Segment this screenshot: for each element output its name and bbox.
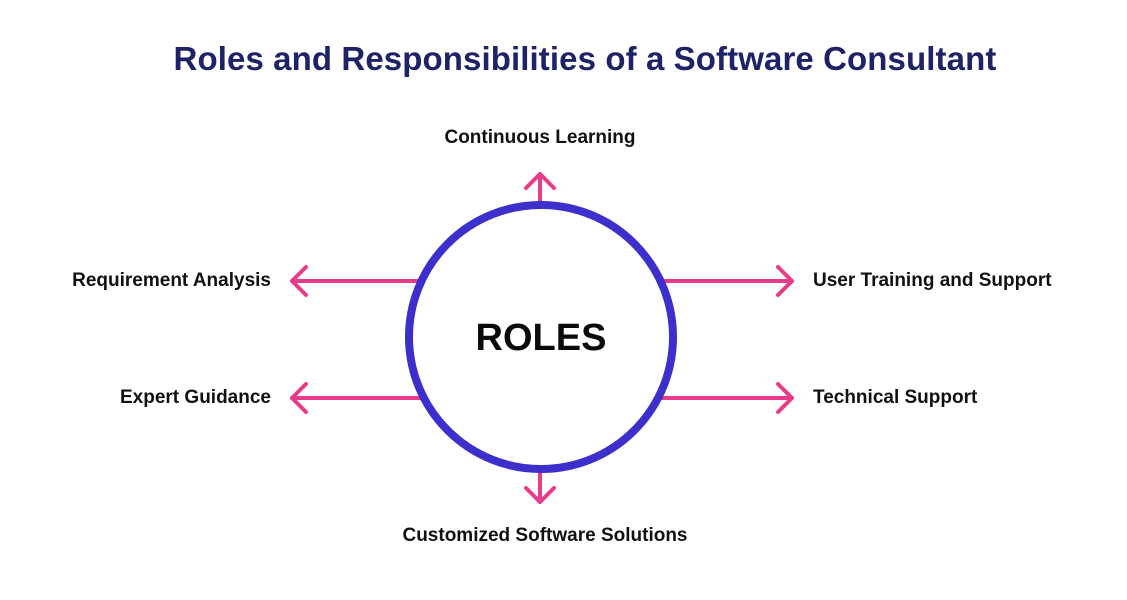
arrow-down-icon (524, 470, 556, 504)
diagram-title: Roles and Responsibilities of a Software… (173, 40, 997, 77)
role-requirement-analysis: Requirement Analysis (72, 270, 271, 291)
arrow-right-icon (660, 265, 794, 297)
role-expert-guidance: Expert Guidance (120, 387, 271, 408)
center-label: ROLES (475, 317, 607, 359)
arrow-right-icon (660, 382, 794, 414)
arrow-left-icon (290, 265, 422, 297)
role-continuous-learning: Continuous Learning (444, 127, 636, 148)
role-user-training-and-support: User Training and Support (813, 270, 1052, 291)
roles-circle (405, 201, 677, 473)
role-customized-software-solutions: Customized Software Solutions (402, 525, 688, 546)
arrow-up-icon (524, 172, 556, 205)
arrow-left-icon (290, 382, 422, 414)
role-technical-support: Technical Support (813, 387, 978, 408)
